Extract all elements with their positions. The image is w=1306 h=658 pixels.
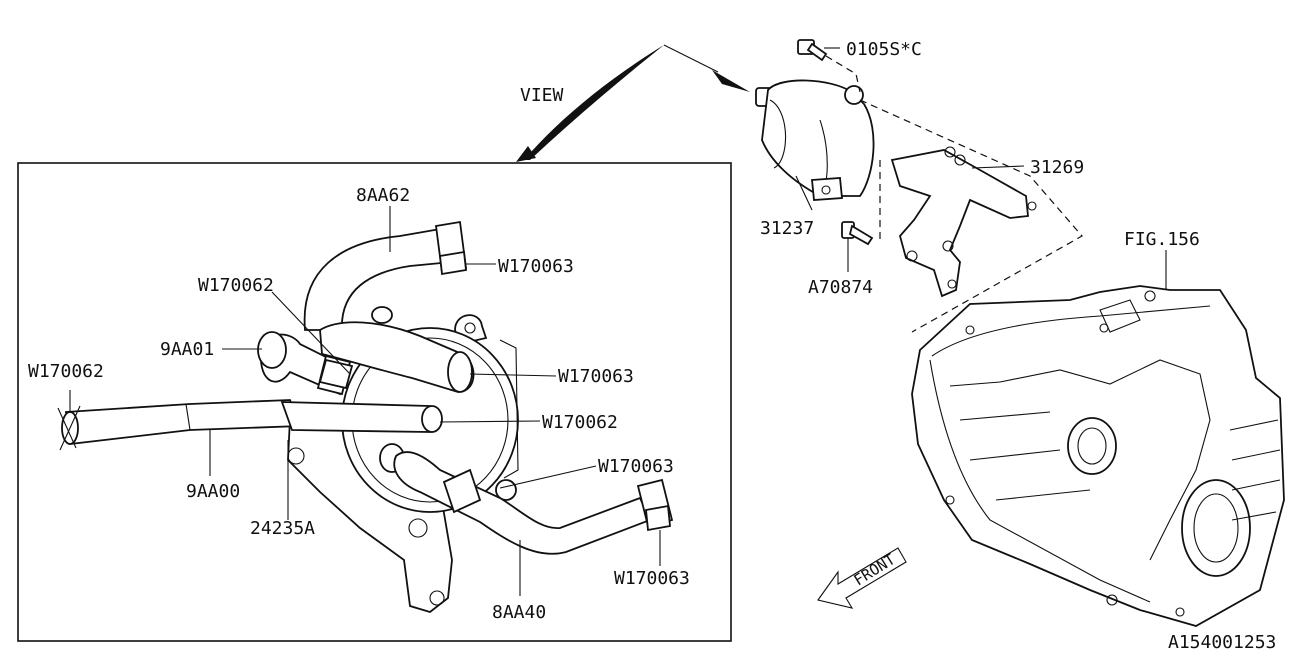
part-label-9aa00: 9AA00 [186, 481, 240, 502]
view-arrow [516, 44, 750, 162]
part-label-w170062-left: W170062 [28, 361, 104, 382]
detail-view-frame [17, 162, 732, 642]
part-label-fig156: FIG.156 [1124, 229, 1200, 250]
part-label-w170063-bottom: W170063 [614, 568, 690, 589]
part-label-8aa62: 8AA62 [356, 185, 410, 206]
part-label-w170062-mid: W170062 [542, 412, 618, 433]
pump-motor-assembly [755, 79, 875, 201]
bolt-a70874 [841, 221, 874, 246]
part-label-8aa40: 8AA40 [492, 602, 546, 623]
dashed-bracket [859, 99, 1083, 333]
hose-9aa00 [57, 399, 443, 451]
front-label: FRONT [851, 550, 899, 589]
part-label-0105s: 0105S*C [846, 39, 922, 60]
leader-lines [69, 206, 661, 596]
view-label: VIEW [520, 85, 564, 106]
part-label-w170063-low: W170063 [598, 456, 674, 477]
transmission-case [911, 285, 1285, 627]
leader-31237 [795, 175, 813, 211]
part-label-24235a: 24235A [250, 518, 315, 539]
part-label-w170062-upper: W170062 [198, 275, 274, 296]
part-label-31269: 31269 [1030, 157, 1084, 178]
bolt-0105s [797, 39, 840, 62]
part-label-w170063-mid: W170063 [558, 366, 634, 387]
front-arrow [817, 547, 907, 609]
leader-31269 [971, 165, 1025, 169]
part-label-31237: 31237 [760, 218, 814, 239]
bracket-31269 [890, 146, 1037, 298]
hose-8aa62 [303, 220, 475, 393]
part-label-9aa01: 9AA01 [160, 339, 214, 360]
part-label-a70874: A70874 [808, 277, 873, 298]
diagram-id: A154001253 [1168, 632, 1276, 653]
part-label-w170063-top: W170063 [498, 256, 574, 277]
